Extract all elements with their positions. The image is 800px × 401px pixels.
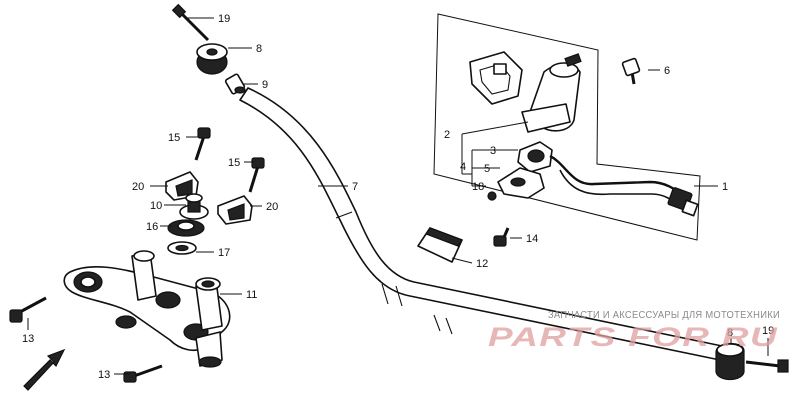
callout-13-left: 13 xyxy=(22,333,34,345)
callout-20-left: 20 xyxy=(132,181,144,193)
callout-3: 3 xyxy=(490,145,496,157)
leader-lines xyxy=(27,17,769,375)
switch-clamp-5 xyxy=(497,167,545,199)
fwd-arrow: FWD xyxy=(23,348,66,391)
callout-9: 9 xyxy=(262,79,268,91)
callout-11: 11 xyxy=(246,289,257,301)
callout-8-right: 8 xyxy=(727,327,733,339)
switch-housing-3 xyxy=(517,141,553,173)
lower-holder-10 xyxy=(179,193,209,220)
callout-6: 6 xyxy=(664,65,670,77)
callout-7: 7 xyxy=(352,181,358,193)
upper-holder-20-right xyxy=(217,195,253,225)
bolt-13-bottom xyxy=(123,364,163,383)
bar-end-weight-8-right xyxy=(715,342,745,381)
bolt-14 xyxy=(493,227,510,247)
callout-16: 16 xyxy=(146,221,158,233)
callout-17: 17 xyxy=(218,247,230,259)
screw-18 xyxy=(487,191,497,201)
callout-19-right: 19 xyxy=(762,325,774,337)
callout-2: 2 xyxy=(444,129,450,141)
watermark-logo: PARTS FOR RU xyxy=(488,322,779,352)
switch-wire-harness xyxy=(549,154,699,217)
bar-end-weight-8-top xyxy=(196,43,228,75)
callout-15-left: 15 xyxy=(168,132,180,144)
ignition-switch-body xyxy=(521,53,582,133)
callout-15-right: 15 xyxy=(228,157,240,169)
callout-14: 14 xyxy=(526,233,538,245)
callout-18: 18 xyxy=(472,181,484,193)
watermark-caption: ЗАПЧАСТИ И АКСЕССУАРЫ ДЛЯ МОТОТЕХНИКИ xyxy=(548,310,780,321)
key-cylinder-cover xyxy=(469,51,523,105)
callout-10: 10 xyxy=(150,200,162,212)
ignition-group-frame xyxy=(433,13,701,241)
callout-12: 12 xyxy=(476,258,488,270)
collar-9 xyxy=(224,73,246,95)
callout-4: 4 xyxy=(460,161,466,173)
bolt-19-top xyxy=(171,3,210,42)
callout-numbers: 19 8 9 15 15 20 10 20 16 17 11 13 13 7 1… xyxy=(22,13,774,381)
bolt-19-right xyxy=(745,359,789,373)
bolt-13-left xyxy=(9,296,47,323)
watermark: ЗАПЧАСТИ И АКСЕССУАРЫ ДЛЯ МОТОТЕХНИКИ PA… xyxy=(488,310,780,352)
handlebar-spacer-12 xyxy=(417,227,463,263)
cushion-16 xyxy=(167,219,205,237)
washer-17 xyxy=(167,241,197,255)
callout-1: 1 xyxy=(722,181,728,193)
callout-13-bottom: 13 xyxy=(98,369,110,381)
callout-20-right: 20 xyxy=(266,201,278,213)
callout-19-top: 19 xyxy=(218,13,230,25)
callout-5: 5 xyxy=(484,163,490,175)
callout-8-top: 8 xyxy=(256,43,262,55)
bolt-15-left xyxy=(194,127,211,161)
bolt-15-right xyxy=(248,157,265,193)
top-bridge-11 xyxy=(63,250,231,368)
fwd-label: FWD xyxy=(35,368,54,387)
upper-holder-20-left xyxy=(165,171,199,201)
screw-6 xyxy=(621,57,641,85)
